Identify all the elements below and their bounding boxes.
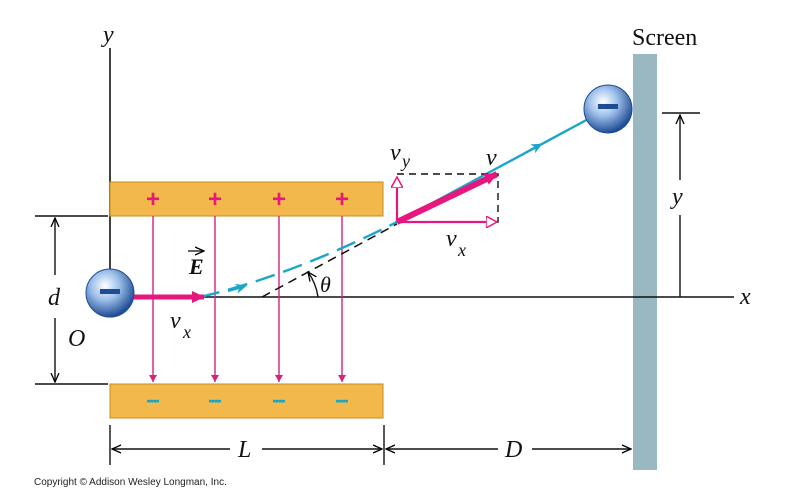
d-label: d — [48, 285, 61, 311]
vy-label: v y — [390, 140, 410, 171]
positive-plate-signs: + + + + — [146, 186, 349, 213]
dimension-y — [662, 112, 700, 297]
screen — [633, 54, 657, 470]
dimension-d — [35, 215, 108, 385]
plus-sign: + — [335, 186, 349, 213]
y-axis-label: y — [101, 22, 114, 48]
trajectory-parabola — [199, 220, 398, 299]
copyright-text: Copyright © Addison Wesley Longman, Inc. — [34, 477, 227, 488]
electron-minus-icon — [100, 289, 120, 294]
minus-sign: − — [146, 388, 160, 415]
screen-label: Screen — [632, 25, 697, 51]
plus-sign: + — [208, 186, 222, 213]
D-label: D — [504, 437, 522, 463]
v-vector — [395, 171, 499, 225]
plus-sign: + — [146, 186, 160, 213]
negative-plate-signs: − − − − — [146, 388, 349, 415]
vy-symbol: v — [390, 140, 401, 166]
vx-subscript: x — [457, 240, 466, 260]
negative-plate — [109, 383, 384, 419]
vx-subscript: x — [182, 322, 191, 342]
plus-sign: + — [272, 186, 286, 213]
x-axis-label: x — [739, 284, 751, 310]
trajectory-arrow-icon — [524, 143, 543, 155]
vy-subscript: y — [400, 151, 410, 171]
vx-label: v x — [446, 226, 466, 260]
minus-sign: − — [272, 388, 286, 415]
electron-initial — [85, 268, 135, 318]
electron-minus-icon — [598, 104, 618, 109]
initial-vx-label: v x — [170, 308, 191, 342]
minus-sign: − — [335, 388, 349, 415]
tangent-line — [261, 223, 398, 298]
electron-final — [583, 84, 633, 134]
y-deflection-label: y — [670, 184, 683, 210]
L-label: L — [237, 437, 251, 463]
angle-arc — [308, 272, 319, 298]
minus-sign: − — [208, 388, 222, 415]
field-label: E — [188, 251, 204, 279]
field-symbol: E — [188, 254, 204, 279]
component-box — [396, 173, 499, 223]
angle-label: θ — [320, 272, 331, 297]
velocity-components — [395, 171, 499, 225]
positive-plate — [109, 181, 384, 217]
vx-symbol: v — [170, 308, 181, 334]
dimension-L-D — [109, 425, 631, 465]
vx-symbol: v — [446, 226, 457, 252]
v-label: v — [486, 145, 497, 171]
origin-label: O — [68, 326, 85, 352]
trajectory-arrow-icon — [227, 283, 247, 294]
